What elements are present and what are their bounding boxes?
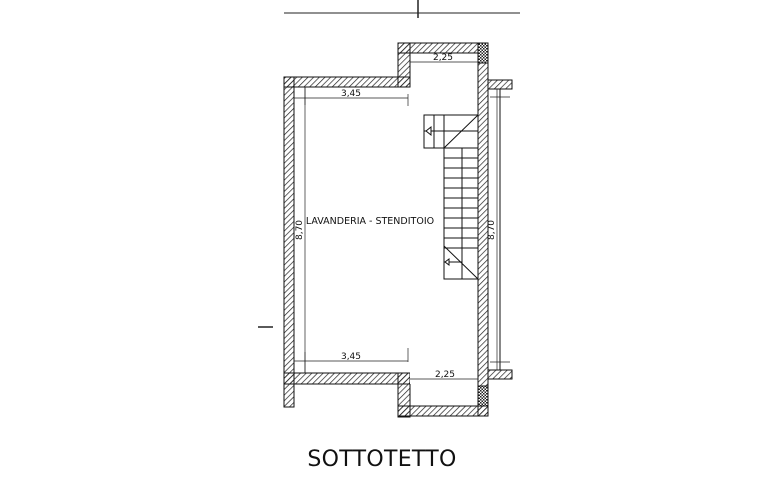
room-label: LAVANDERIA - STENDITOIO (306, 216, 434, 227)
dimension-bottom-bay: 2,25 (435, 370, 455, 380)
dimension-bottom-left: 3,45 (341, 352, 361, 362)
reference-line-top (284, 0, 520, 18)
dimension-left-height: 8,70 (295, 220, 305, 240)
dimension-lines (294, 61, 510, 380)
dimension-top-bay: 2,25 (433, 53, 453, 63)
staircase (423, 114, 479, 280)
dimension-top-left: 3,45 (341, 89, 361, 99)
plan-title: SOTTOTETTO (307, 447, 457, 472)
dimension-right-height: 8,70 (487, 220, 497, 240)
walls (283, 42, 513, 418)
